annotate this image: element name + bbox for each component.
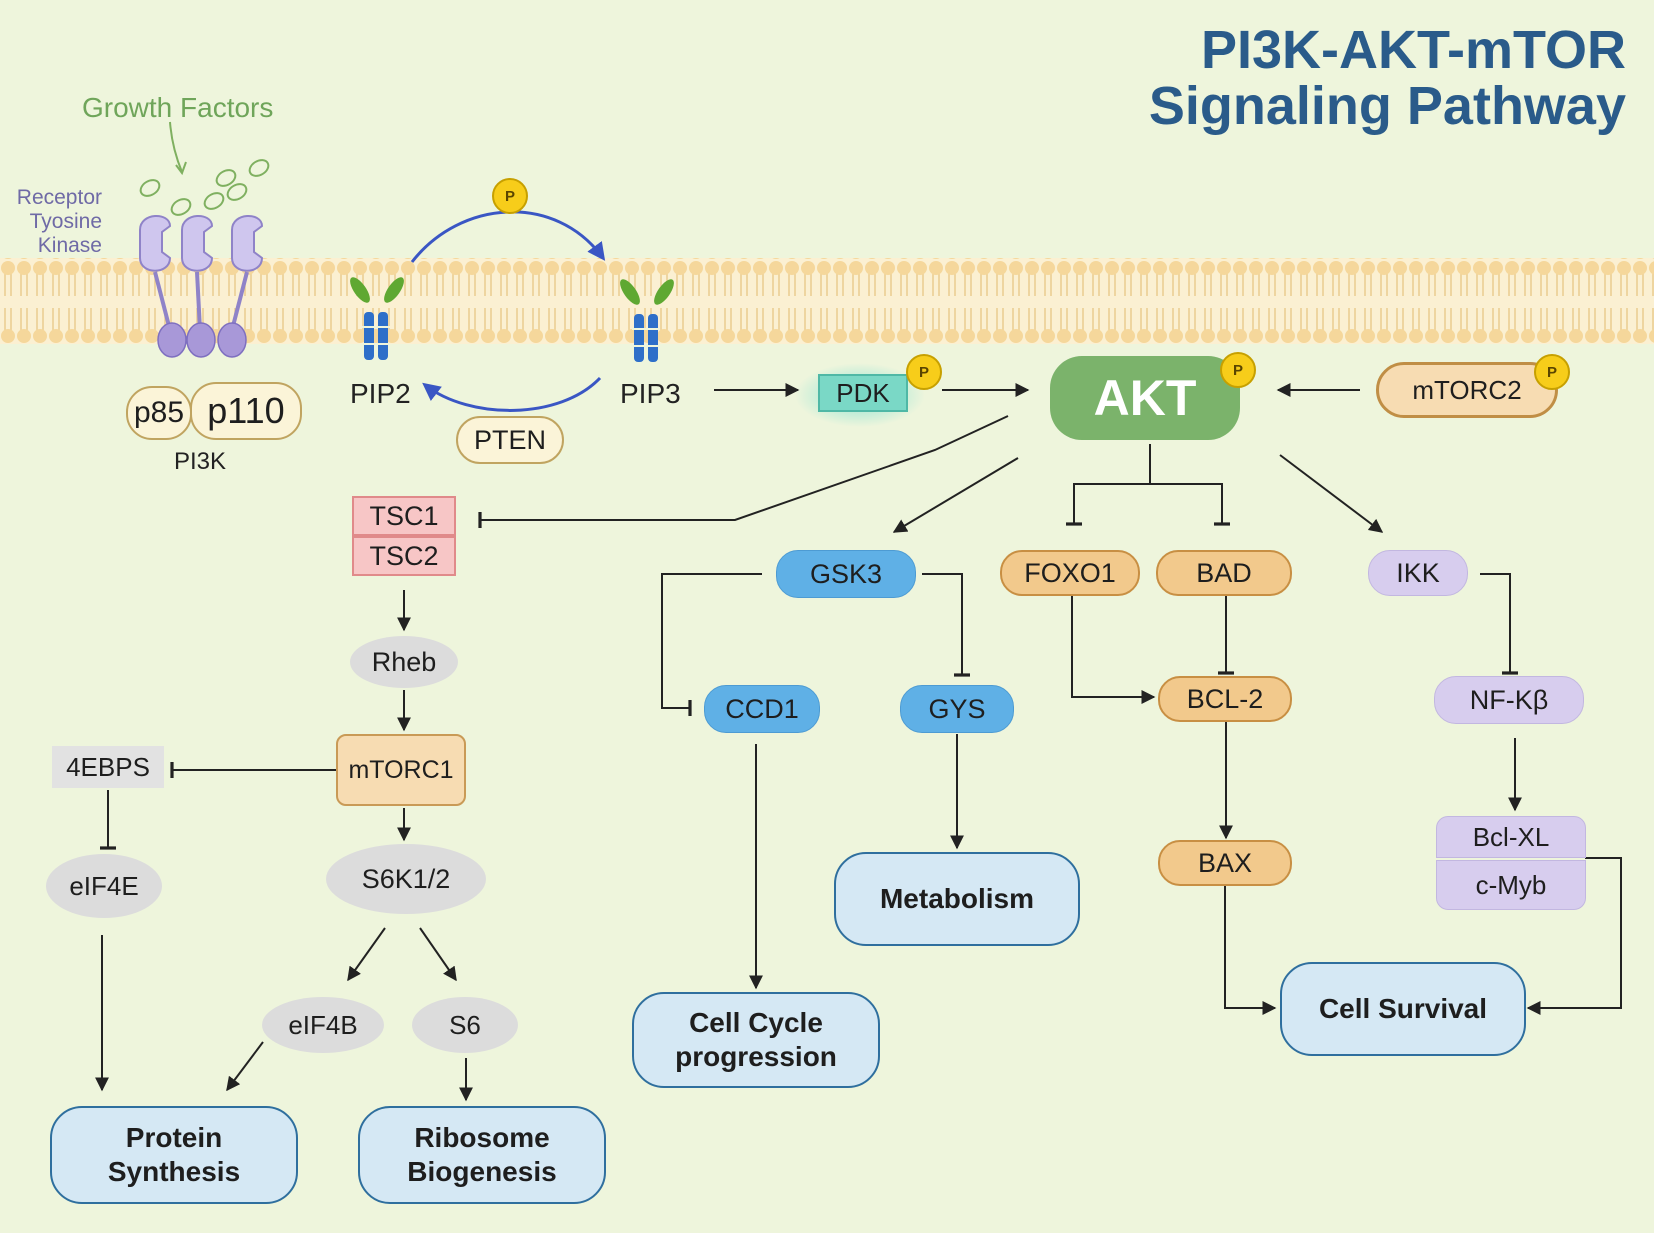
cell-cycle-line-2: progression xyxy=(675,1041,837,1072)
bad-node: BAD xyxy=(1156,550,1292,596)
pten-node: PTEN xyxy=(456,416,564,464)
title-line-2: Signaling Pathway xyxy=(1148,76,1626,136)
cell-cycle-node: Cell Cycle progression xyxy=(632,992,880,1088)
ribosome-biogenesis-line-1: Ribosome xyxy=(414,1122,550,1153)
title-line-1: PI3K-AKT-mTOR xyxy=(1200,20,1626,80)
ikk-node: IKK xyxy=(1368,550,1468,596)
protein-synthesis-node: Protein Synthesis xyxy=(50,1106,298,1204)
rheb-node: Rheb xyxy=(350,636,458,688)
pdk-node: PDK xyxy=(818,374,908,412)
metabolism-node: Metabolism xyxy=(834,852,1080,946)
bclxl-node: Bcl-XL xyxy=(1436,816,1586,858)
receptor-line-2: Tyosine xyxy=(29,210,102,233)
tsc1-node: TSC1 xyxy=(352,496,456,536)
akt-phosphate-badge: P xyxy=(1220,352,1256,388)
gsk3-node: GSK3 xyxy=(776,550,916,598)
cell-survival-node: Cell Survival xyxy=(1280,962,1526,1056)
receptor-tyrosine-kinase xyxy=(139,215,264,358)
pip2-molecule xyxy=(350,277,404,360)
4ebps-node: 4EBPS xyxy=(52,746,164,788)
receptor-line-3: Kinase xyxy=(37,234,102,257)
pip3-label: PIP3 xyxy=(620,378,681,409)
pi3k-label: PI3K xyxy=(174,448,227,475)
cell-membrane xyxy=(0,258,1654,344)
receptor-label: Receptor Tyosine Kinase xyxy=(2,186,102,258)
eif4b-node: eIF4B xyxy=(262,997,384,1053)
foxo1-node: FOXO1 xyxy=(1000,550,1140,596)
mtorc1-node: mTORC1 xyxy=(336,734,466,806)
nfkb-node: NF-Kβ xyxy=(1434,676,1584,724)
pdk-phosphate-badge: P xyxy=(906,354,942,390)
akt-node: AKT xyxy=(1050,356,1240,440)
pip-phosphate-badge: P xyxy=(492,178,528,214)
mtorc2-node: mTORC2 xyxy=(1376,362,1558,418)
ccd1-node: CCD1 xyxy=(704,685,820,733)
pathway-connectors xyxy=(95,383,1622,1102)
tsc2-node: TSC2 xyxy=(352,536,456,576)
eif4e-node: eIF4E xyxy=(46,854,162,918)
cmyb-node: c-Myb xyxy=(1436,860,1586,910)
pip3-molecule xyxy=(620,279,674,362)
growth-factor-molecules xyxy=(139,121,270,216)
s6k-node: S6K1/2 xyxy=(326,844,486,914)
mtorc2-phosphate-badge: P xyxy=(1534,354,1570,390)
gys-node: GYS xyxy=(900,685,1014,733)
p110-node: p110 xyxy=(190,382,302,440)
ribosome-biogenesis-node: Ribosome Biogenesis xyxy=(358,1106,606,1204)
page-title: PI3K-AKT-mTOR Signaling Pathway xyxy=(1149,22,1626,134)
ribosome-biogenesis-line-2: Biogenesis xyxy=(407,1156,557,1187)
protein-synthesis-line-1: Protein xyxy=(125,1122,223,1153)
s6-node: S6 xyxy=(412,997,518,1053)
growth-factors-label: Growth Factors xyxy=(82,92,274,123)
pip3-to-pip2-arrow xyxy=(422,376,602,412)
p85-node: p85 xyxy=(126,386,192,440)
protein-synthesis-line-2: Synthesis xyxy=(107,1156,241,1187)
cell-cycle-line-1: Cell Cycle xyxy=(689,1007,823,1038)
receptor-line-1: Receptor xyxy=(16,186,102,209)
bax-node: BAX xyxy=(1158,840,1292,886)
bcl2-node: BCL-2 xyxy=(1158,676,1292,722)
pip2-label: PIP2 xyxy=(350,378,411,409)
